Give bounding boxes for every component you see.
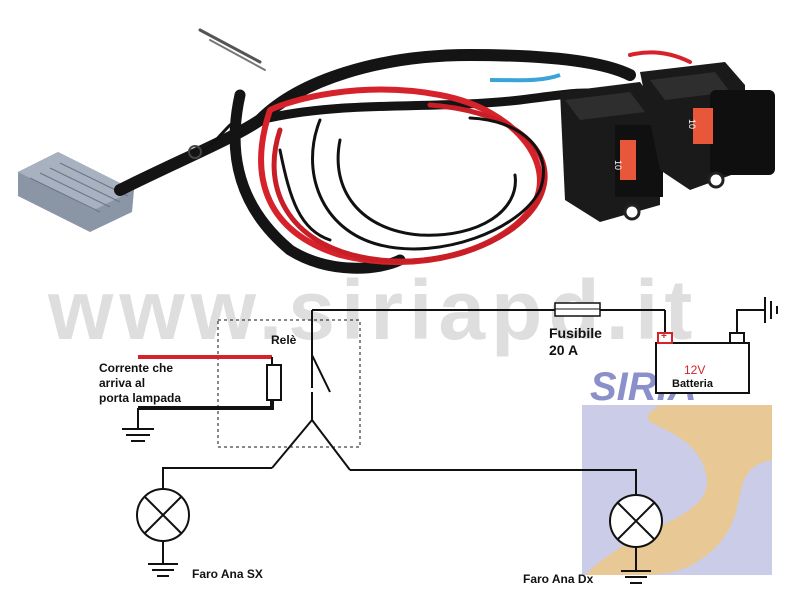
lamp-left-label: Faro Ana SX (192, 567, 263, 581)
lamp-right-icon (609, 494, 663, 584)
siria-logo: SIRIA (582, 365, 772, 575)
battery-voltage-label: 12V (684, 363, 706, 377)
battery-name-label: Batteria (672, 378, 713, 390)
relay-label: Relè (271, 333, 297, 347)
coil-ground-icon (122, 408, 154, 442)
fuse-mark-right: 10 (687, 119, 697, 129)
incoming-current-label-2: arriva al (99, 376, 146, 390)
battery-minus-terminal (729, 332, 745, 344)
battery-ground-icon (764, 297, 778, 323)
incoming-current-label-1: Corrente che (99, 361, 174, 375)
battery-plus-label: + (661, 331, 667, 342)
battery-plus-terminal (657, 332, 673, 344)
relay-box-right (640, 62, 775, 190)
fuse-label: Fusibile (549, 325, 602, 341)
lamp-left-icon (136, 488, 190, 577)
incoming-current-label-3: porta lampada (99, 391, 182, 405)
fuse-value-label: 20 A (549, 342, 579, 358)
relay-dashed-box (217, 319, 361, 448)
lamp-right-label: Faro Ana Dx (523, 572, 594, 586)
incoming-black-wire (138, 400, 274, 410)
battery-symbol (655, 342, 750, 394)
fuse-mark-left: 10 (613, 160, 623, 170)
relay-coil (266, 364, 282, 401)
